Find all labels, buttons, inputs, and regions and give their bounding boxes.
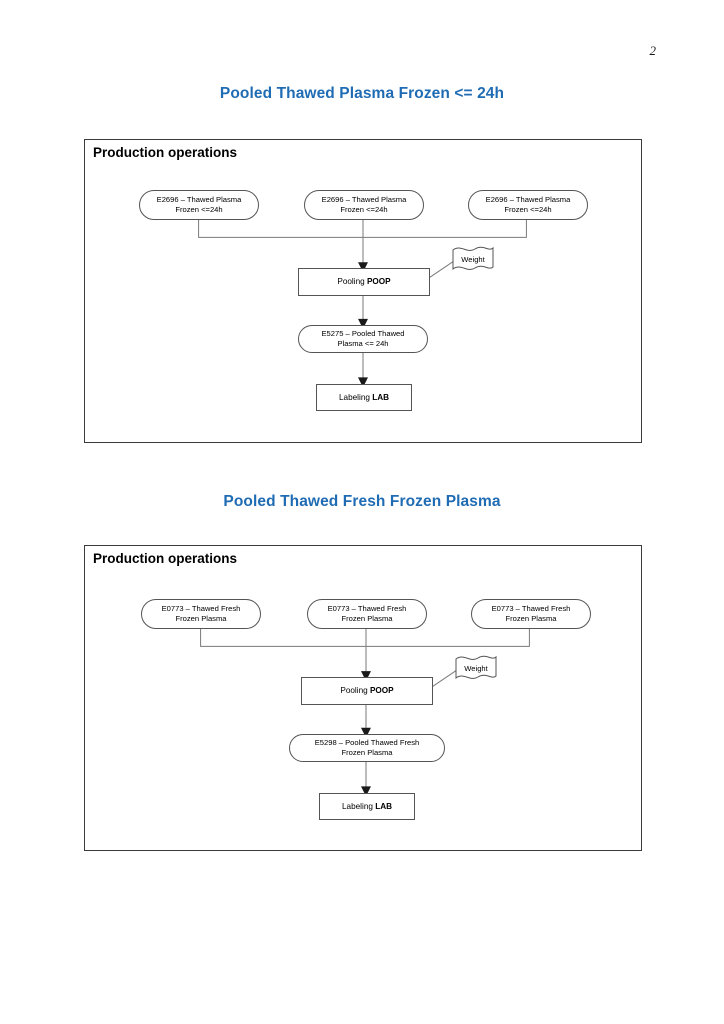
labeling-node[interactable]: Labeling LAB [316,384,412,411]
weight-flag: Weight [451,244,495,274]
section-title-2: Pooled Thawed Fresh Frozen Plasma [223,493,501,510]
diagram-frame-2: Production operations E0773 – Thawed Fre… [84,545,642,851]
diagram-frame-1: Production operations E2696 – Thawed Pla… [84,139,642,443]
weight-flag: Weight [454,653,498,683]
pooling-node-label: Pooling POOP [340,686,394,696]
pooling-node-label: Pooling POOP [337,277,391,287]
pooling-node[interactable]: Pooling POOP [298,268,430,296]
frame-label-2: Production operations [93,551,238,566]
labeling-node[interactable]: Labeling LAB [319,793,415,820]
pooling-node[interactable]: Pooling POOP [301,677,433,705]
labeling-node-label: Labeling LAB [338,392,390,402]
labeling-node-label: Labeling LAB [341,801,393,811]
page-number: 2 [649,43,657,58]
section-title-1: Pooled Thawed Plasma Frozen <= 24h [219,85,505,102]
frame-label-1: Production operations [93,145,238,160]
